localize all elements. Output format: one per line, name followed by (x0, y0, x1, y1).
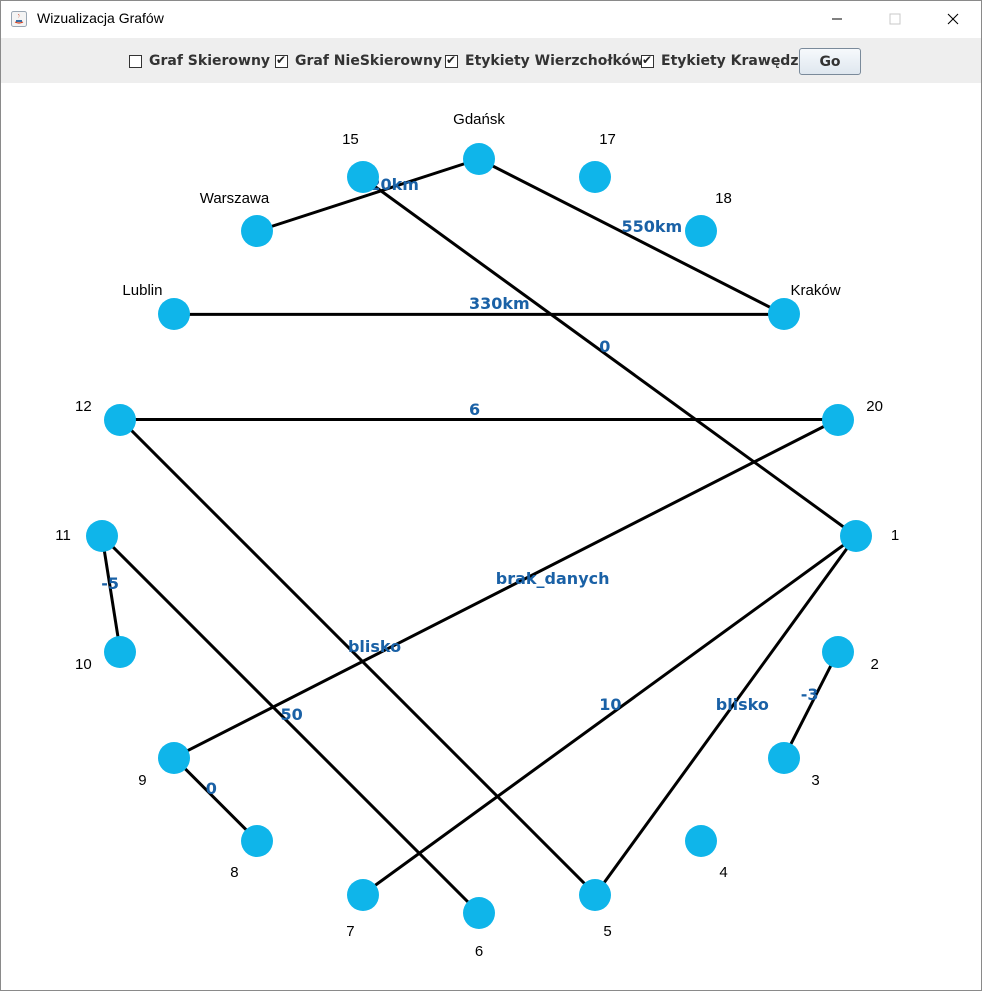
edge-label: 0 (205, 779, 217, 799)
title-bar[interactable]: Wizualizacja Grafów (1, 1, 981, 37)
checkbox-label: Etykiety Wierzchołków (465, 53, 645, 69)
edge-label: 6 (469, 399, 481, 419)
checkbox-label: Graf Skierowny (149, 53, 271, 69)
window-title: Wizualizacja Grafów (37, 10, 164, 26)
graph-edge (100, 535, 122, 653)
checkbox-etykiety-wierzcholkow[interactable]: Etykiety Wierzchołków (445, 52, 644, 70)
edge-label: -5 (101, 574, 119, 594)
checkbox-box[interactable] (275, 53, 288, 68)
graph-vertex[interactable] (86, 520, 118, 552)
close-icon (947, 13, 959, 25)
vertex-label: 4 (719, 863, 728, 881)
graph-edge (100, 534, 481, 915)
vertex-label: 6 (474, 943, 484, 960)
graph-vertex[interactable] (241, 215, 274, 247)
graph-edge (594, 535, 858, 896)
java-app-icon (11, 11, 27, 27)
graph-edge (256, 157, 480, 233)
minimize-icon (832, 18, 842, 20)
graph-edge (782, 651, 839, 759)
vertex-label: 2 (870, 655, 879, 673)
checkbox-label: Graf NieSkierowny (295, 53, 443, 69)
vertex-label: 9 (138, 771, 147, 789)
graph-edges (100, 157, 858, 915)
edge-label: blisko (715, 695, 769, 715)
checkbox-label: Etykiety Krawędzi (661, 53, 804, 69)
graph-vertex[interactable] (684, 824, 717, 857)
graph-vertex[interactable] (821, 636, 854, 669)
checkbox-etykiety-krawedzi[interactable]: Etykiety Krawędzi (641, 52, 803, 70)
vertex-label: 7 (346, 922, 355, 940)
graph-vertex[interactable] (579, 161, 612, 194)
close-button[interactable] (930, 1, 976, 37)
graph-edge (172, 756, 259, 843)
maximize-button[interactable] (872, 1, 918, 37)
vertex-label: Warszawa (199, 190, 270, 208)
graph-vertex[interactable] (684, 215, 717, 247)
options-toolbar: Graf Skierowny Graf NieSkierowny Etykiet… (1, 38, 981, 83)
checkbox-graf-nieskierowny[interactable]: Graf NieSkierowny (275, 52, 442, 70)
vertex-label: 1 (890, 527, 900, 544)
graph-vertex[interactable] (104, 636, 137, 669)
vertex-label: 10 (75, 655, 92, 673)
graph-vertex[interactable] (840, 520, 872, 552)
vertex-label: 15 (342, 131, 359, 149)
graph-vertex[interactable] (821, 403, 854, 436)
edge-label: 330km (469, 294, 530, 314)
vertex-label: 8 (230, 863, 239, 881)
vertex-label: Lublin (122, 282, 163, 300)
graph-vertex[interactable] (104, 403, 137, 436)
vertex-label: 17 (599, 131, 616, 149)
vertex-label: 5 (603, 922, 612, 940)
minimize-button[interactable] (814, 1, 860, 37)
vertex-label: Gdańsk (453, 111, 505, 128)
vertex-label: 3 (811, 771, 820, 789)
edge-label: 10 (599, 695, 622, 715)
vertex-label: 20 (866, 398, 883, 416)
graph-vertex[interactable] (158, 298, 190, 331)
graph-vertex[interactable] (579, 878, 612, 911)
edge-label: 550km (621, 216, 683, 236)
vertex-label: Kraków (790, 282, 841, 300)
graph-vertex[interactable] (767, 298, 800, 331)
graph-edge (119, 418, 597, 896)
checkbox-box[interactable] (445, 53, 458, 68)
graph-edge (361, 534, 857, 896)
checkbox-graf-skierowny[interactable]: Graf Skierowny (129, 52, 270, 70)
graph-vertex[interactable] (346, 878, 379, 911)
graph-edge (361, 176, 857, 538)
graph-vertex[interactable] (463, 143, 495, 175)
vertex-label: 18 (715, 190, 732, 208)
graph-vertex[interactable] (346, 161, 379, 194)
edge-label: 0 (599, 336, 611, 356)
graph-vertex[interactable] (463, 897, 495, 929)
graph-edge (173, 418, 839, 759)
graph-vertex[interactable] (767, 741, 800, 774)
vertex-label: 12 (75, 398, 92, 416)
go-button[interactable]: Go (799, 48, 861, 75)
checkbox-box[interactable] (641, 53, 654, 68)
edge-label: blisko (347, 637, 402, 657)
graph-vertex[interactable] (158, 741, 190, 774)
edge-label: brak_danych (495, 568, 610, 588)
maximize-icon (889, 13, 901, 25)
graph-edge (478, 157, 785, 316)
checkbox-box[interactable] (129, 54, 142, 68)
edge-label: -3 (800, 685, 819, 705)
graph-vertex[interactable] (241, 824, 274, 857)
vertex-label: 11 (55, 527, 71, 544)
edge-label: 50 (280, 704, 303, 724)
